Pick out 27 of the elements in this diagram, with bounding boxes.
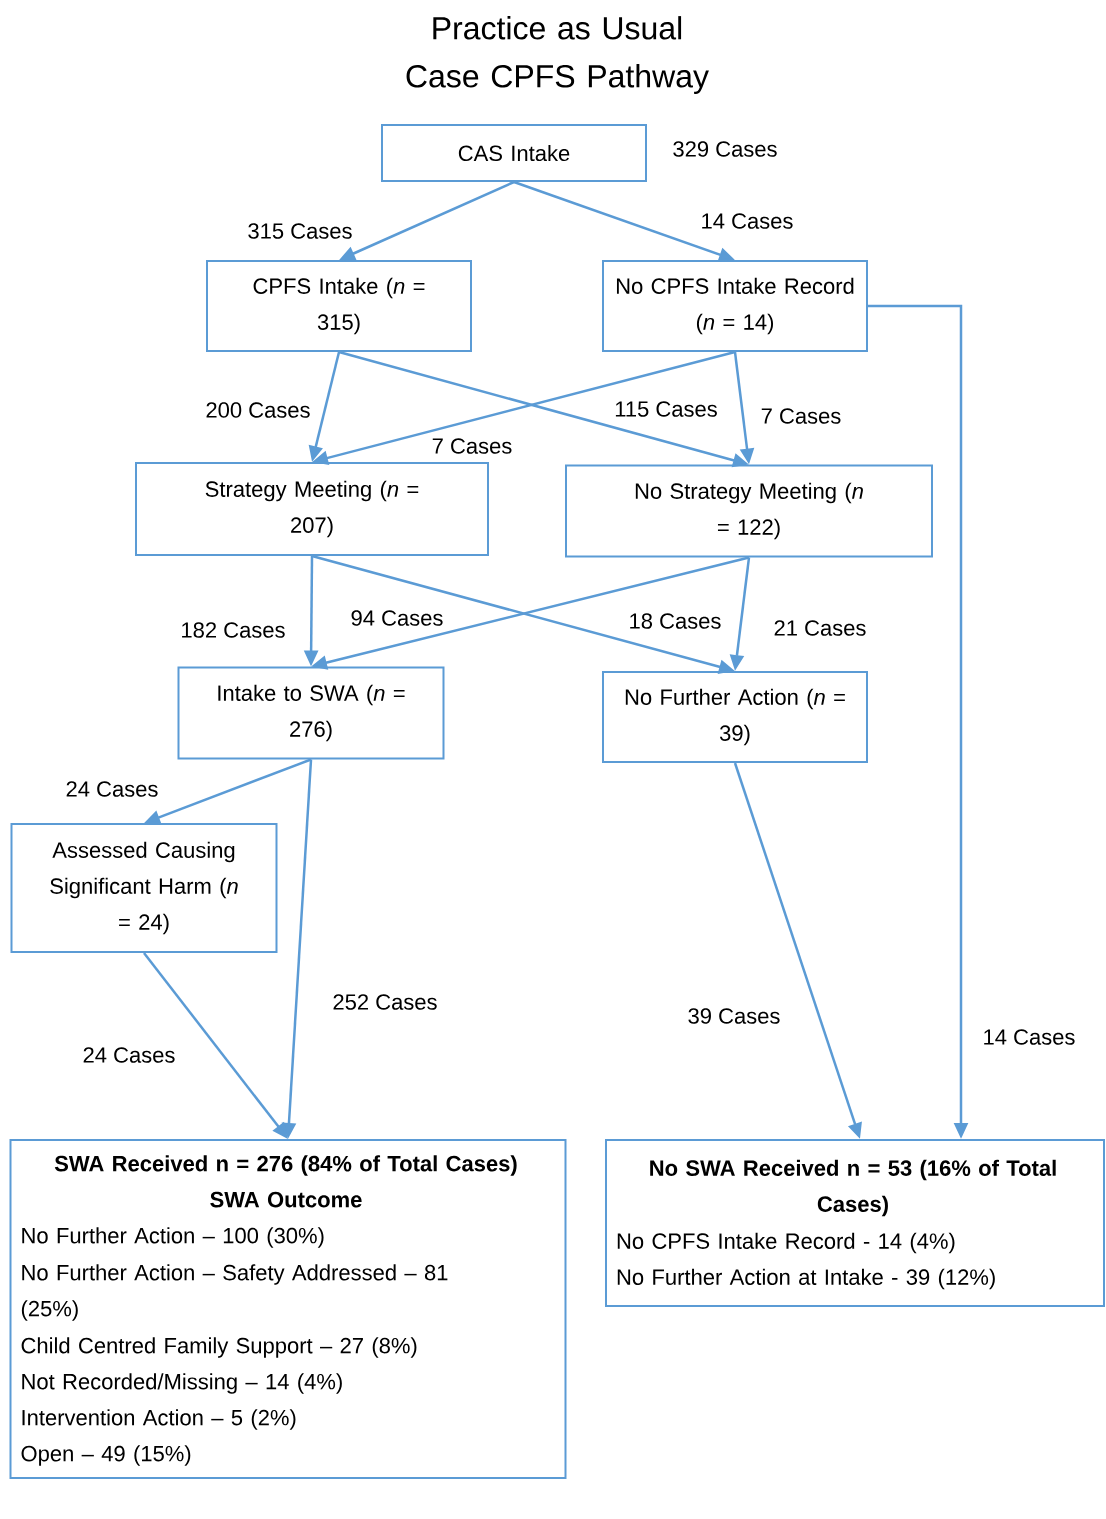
edge-label: 7 Cases [758, 406, 844, 426]
process-box: Intake to SWA (n = 276) [177, 666, 445, 760]
edge-label: 14 Cases [698, 211, 796, 231]
process-box: CAS Intake [381, 124, 647, 182]
edge-label: 315 Cases [245, 221, 355, 241]
process-box: No Strategy Meeting (n = 122) [565, 464, 933, 558]
process-box: No Further Action (n = 39) [602, 671, 868, 763]
process-box: Assessed Causing Significant Harm (n = 24) [10, 823, 278, 953]
title: Practice as Usual Case CPFS Pathway [406, 16, 709, 94]
edge-label: 21 Cases [771, 618, 869, 638]
edge-label: 115 Cases [612, 399, 720, 419]
edge-label: 14 Cases [980, 1027, 1078, 1047]
edge-label: 24 Cases [80, 1045, 178, 1065]
edge-label: 252 Cases [330, 992, 440, 1012]
edge-label: 18 Cases [626, 611, 724, 631]
process-box: No SWA Received n = 53 (16% of Total Cases) No CPFS Intake Record - 14 (4%) No Further Action at Intake - 39 (12%) [605, 1139, 1105, 1307]
edge-label: 182 Cases [178, 620, 288, 640]
process-box: CPFS Intake (n = 315) [206, 260, 472, 352]
edge-label: 39 Cases [685, 1006, 783, 1026]
edge-label: 200 Cases [203, 400, 313, 420]
process-box: Strategy Meeting (n = 207) [135, 462, 489, 556]
count-label: 329 Cases [673, 141, 777, 157]
edge-label: 94 Cases [348, 608, 446, 628]
process-box: SWA Received n = 276 (84% of Total Cases) SWA Outcome No Further Action – 100 (30%) No Further Action – Safety Addressed – 81 (25%) Child Centred Family Support – 27 (8%) Not Recorded/Missing – 14 (4%) Intervention Action – 5 (2%) Open – 49 (15%) [9, 1139, 567, 1479]
edge-label: 7 Cases [429, 436, 515, 456]
edge-label: 24 Cases [63, 779, 161, 799]
process-box: No CPFS Intake Record (n = 14) [602, 260, 868, 352]
